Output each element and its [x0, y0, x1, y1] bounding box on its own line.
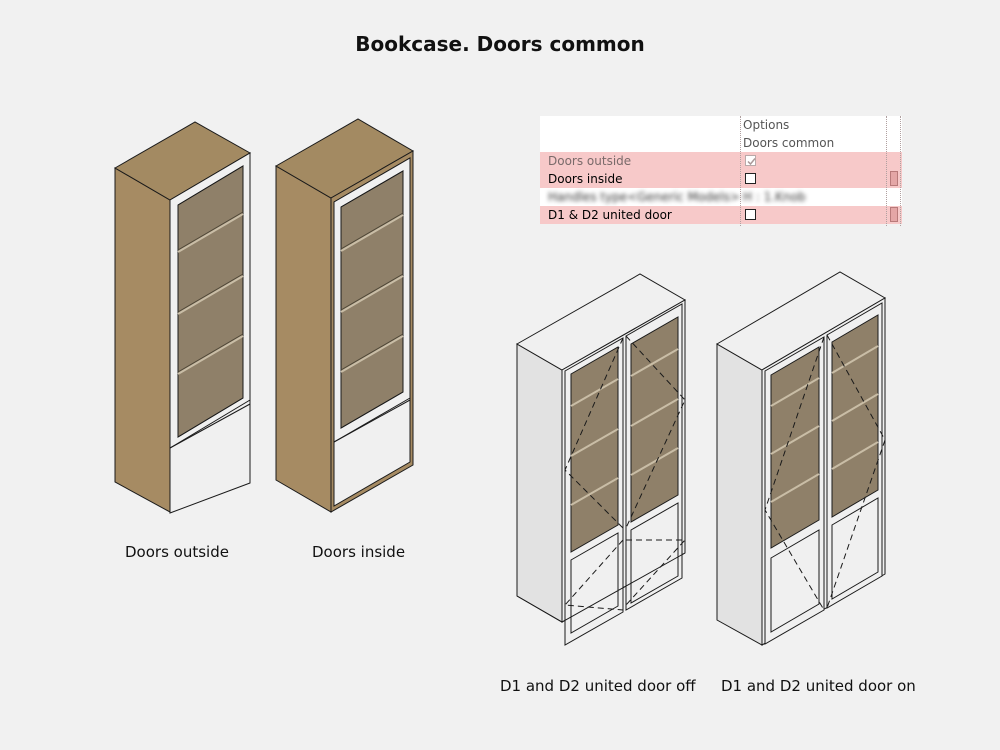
caption-united-door-off: D1 and D2 united door off — [500, 677, 696, 695]
column-divider — [900, 116, 901, 226]
row-doors-inside[interactable]: Doors inside — [540, 170, 902, 188]
doors-outside-checkbox[interactable] — [745, 155, 756, 166]
caption-doors-outside: Doors outside — [125, 543, 229, 561]
row-united-door[interactable]: D1 & D2 united door — [540, 206, 902, 224]
bookcase-doors-outside — [114, 121, 252, 514]
bookcase-doors-inside — [275, 118, 414, 513]
column-divider — [886, 116, 887, 226]
bookcase-united-door-on — [716, 271, 886, 646]
row-doors-outside[interactable]: Doors outside — [540, 152, 902, 170]
properties-panel: Options Doors common Doors outside Doors… — [540, 116, 902, 226]
caption-doors-inside: Doors inside — [312, 543, 406, 561]
row-edit-handle[interactable] — [890, 171, 898, 186]
bookcase-united-door-off — [515, 273, 687, 646]
united-door-checkbox[interactable] — [745, 209, 756, 220]
row-value: H : 1.Knob — [743, 190, 806, 204]
row-label: D1 & D2 united door — [548, 208, 672, 222]
header-group: Doors common — [743, 136, 835, 150]
header-group-row: Doors common — [540, 134, 902, 152]
doors-inside-checkbox[interactable] — [745, 173, 756, 184]
page-title: Bookcase. Doors common — [355, 32, 645, 56]
header-options: Options — [743, 118, 790, 132]
caption-united-door-on: D1 and D2 united door on — [721, 677, 916, 695]
row-label: Doors inside — [548, 172, 623, 186]
row-label: Doors outside — [548, 154, 632, 168]
checkmark-icon — [747, 158, 756, 166]
column-divider — [740, 116, 741, 226]
row-handles-type[interactable]: Handles type<Generic Models> H : 1.Knob — [540, 188, 902, 206]
row-edit-handle[interactable] — [890, 207, 898, 222]
row-label: Handles type<Generic Models> — [548, 190, 740, 204]
header-options-row: Options — [540, 116, 902, 134]
